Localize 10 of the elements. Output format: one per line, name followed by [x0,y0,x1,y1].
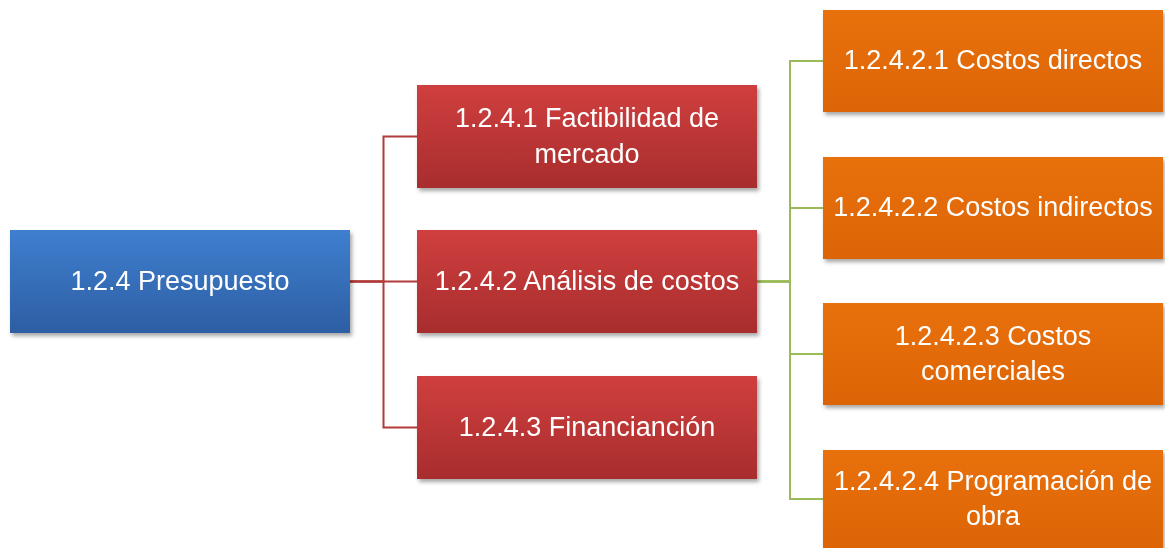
process-box: 1.2.4.2.2 Costos indirectos [823,157,1163,259]
process-box: 1.2.4.2 Análisis de costos [417,230,757,333]
connector-line [756,280,824,500]
process-box: 1.2.4.2.3 Costos comerciales [823,303,1163,405]
process-box: 1.2.4.2.1 Costos directos [823,10,1163,112]
process-box: 1.2.4.2.4 Programación de obra [823,450,1163,548]
process-box: 1.2.4 Presupuesto [10,230,350,333]
connector-line [349,280,418,429]
process-box: 1.2.4.1 Factibilidad de mercado [417,85,757,188]
process-box: 1.2.4.3 Financianción [417,376,757,479]
